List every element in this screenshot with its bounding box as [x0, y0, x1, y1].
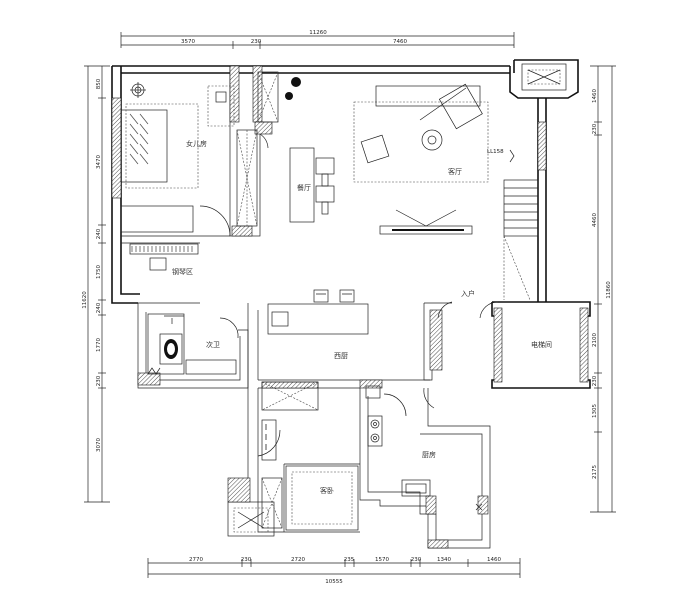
- dim-left-seg-5: 240: [96, 302, 102, 313]
- dim-top-seg-1: 3570: [181, 39, 195, 45]
- dim-bottom-seg-8: 1460: [487, 557, 501, 563]
- dim-right-seg-7: 2175: [592, 465, 598, 479]
- dim-left-seg-1: 850: [96, 78, 102, 89]
- dim-right-seg-5: 230: [592, 375, 598, 386]
- dim-right-seg-3: 4460: [592, 213, 598, 227]
- room-label-western-kitchen: 西厨: [334, 352, 348, 360]
- living-furniture: [353, 83, 515, 235]
- corridor-cabinets: [261, 381, 319, 461]
- dim-right-seg-4: 2100: [592, 333, 598, 347]
- guest-bed: [261, 465, 359, 531]
- dim-left-seg-8: 3070: [96, 438, 102, 452]
- dim-right-seg-2: 230: [592, 123, 598, 134]
- kitchen-fixtures: [365, 385, 483, 511]
- bottom-dimension-lines: [147, 558, 521, 578]
- room-label-daughter-room: 女儿房: [186, 139, 207, 148]
- plant-icons: [285, 77, 301, 100]
- dim-left-seg-4: 1750: [96, 265, 102, 279]
- living-level-label: LL158: [487, 149, 504, 155]
- dim-bottom-total: 10555: [325, 579, 343, 585]
- dim-bottom-seg-7: 1340: [437, 557, 451, 563]
- dim-top-seg-2: 230: [251, 39, 262, 45]
- desk: [207, 85, 235, 127]
- dim-top-seg-3: 7460: [393, 39, 407, 45]
- top-dimension-lines: [120, 32, 515, 49]
- dim-bottom-seg-3: 2720: [291, 557, 305, 563]
- dim-left-seg-7: 230: [96, 375, 102, 386]
- dim-left-seg-6: 1770: [96, 338, 102, 352]
- dim-right-total: 11860: [606, 281, 612, 299]
- dim-bottom-seg-6: 230: [411, 557, 422, 563]
- dining-table: [289, 147, 335, 223]
- bay-window-boxes: [237, 63, 567, 529]
- dim-left-seg-2: 3470: [96, 155, 102, 169]
- right-dimension-lines: [590, 65, 616, 513]
- closet: [236, 129, 258, 227]
- room-label-piano-area: 钢琴区: [172, 267, 193, 276]
- cabinet-cross: [257, 71, 279, 123]
- room-label-elevator-hall: 电梯间: [531, 340, 552, 349]
- room-label-entrance: 入户: [461, 289, 475, 298]
- dim-right-seg-6: 1305: [592, 404, 598, 418]
- staircase: [503, 179, 539, 301]
- room-label-second-bath: 次卫: [206, 340, 220, 349]
- dim-bottom-seg-1: 2770: [189, 557, 203, 563]
- dim-left-total: 11620: [82, 291, 88, 309]
- dim-bottom-seg-4: 235: [344, 557, 355, 563]
- dim-left-seg-3: 240: [96, 228, 102, 239]
- interior-walls: [121, 65, 491, 549]
- left-dimension-lines: [84, 65, 110, 503]
- room-label-living: 客厅: [448, 167, 462, 176]
- bath-fixtures: [147, 313, 237, 375]
- kitchen-island: [267, 289, 369, 335]
- door-swings: [199, 133, 499, 457]
- room-label-guest-bedroom: 客卧: [320, 486, 334, 495]
- dim-top-total: 11260: [309, 30, 327, 36]
- dim-bottom-seg-2: 230: [241, 557, 252, 563]
- room-label-dining: 餐厅: [297, 183, 311, 192]
- daughter-bed: [120, 103, 199, 233]
- piano: [129, 243, 199, 271]
- hatched-wall-blocks: [111, 65, 589, 549]
- dim-bottom-seg-5: 1570: [375, 557, 389, 563]
- lamp-icon: [130, 82, 146, 98]
- cabinet: [257, 71, 279, 123]
- dim-right-seg-1: 1460: [592, 89, 598, 103]
- room-label-kitchen: 厨房: [422, 450, 436, 459]
